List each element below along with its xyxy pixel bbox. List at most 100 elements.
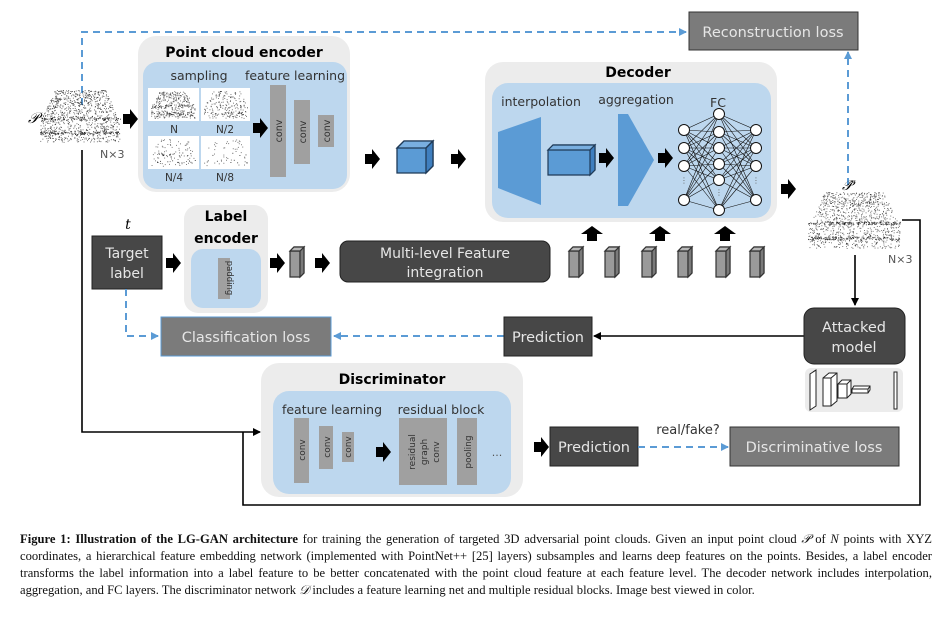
disc-conv-3: [342, 432, 354, 462]
fc-neuron: [713, 142, 725, 154]
pooling-block: [457, 418, 477, 485]
disc-conv-2-label: conv: [323, 436, 333, 458]
encoder-conv-2-label: conv: [298, 120, 309, 143]
output-point-cloud: 𝒫̂ N×3: [808, 178, 912, 266]
target-label-box: t Target label: [91, 217, 163, 290]
label-encoder-title-2: encoder: [194, 231, 258, 247]
arrow-decoder-to-output: [781, 179, 796, 199]
multi-level-feature-cubes: [568, 246, 765, 278]
fc-neuron: [678, 194, 690, 206]
disc-prediction-box: Prediction: [549, 426, 639, 467]
arrow-target-to-label-encoder: [166, 253, 181, 273]
sample-N-image: [151, 91, 196, 119]
caption-figure-label: Figure 1: Illustration of the LG-GAN arc…: [20, 532, 298, 546]
latent-feature-cube: [395, 139, 435, 175]
disc-ellipsis: ...: [492, 446, 503, 459]
caption-text-3: points with XYZ coordinates, a hierarchi…: [20, 532, 932, 597]
reconstruction-loss-label: Reconstruction loss: [702, 25, 843, 41]
fc-neuron: [678, 124, 690, 136]
discriminator-title: Discriminator: [339, 372, 446, 388]
point-cloud-encoder-title: Point cloud encoder: [165, 45, 323, 61]
disc-conv-1: [294, 418, 309, 483]
arrow-up-3: [714, 226, 736, 241]
interpolation-shape: [498, 117, 541, 205]
fc-neuron: [713, 174, 725, 186]
aggregation-shape: [618, 114, 654, 206]
reconstruction-loss-box: Reconstruction loss: [688, 11, 859, 51]
sample-N2-image: [204, 91, 248, 119]
label-encoder: Label encoder padding: [184, 205, 268, 313]
sample-N-label: N: [170, 124, 178, 136]
encoder-conv-2: [294, 100, 310, 164]
arrow-input-to-encoder: [123, 109, 138, 129]
input-shape-label: N×3: [100, 148, 124, 161]
attacked-model-line2: model: [831, 340, 876, 356]
arrow-encoder-to-feature: [365, 149, 380, 169]
arrow-label-encoder-to-feature: [270, 253, 285, 273]
figure-caption: Figure 1: Illustration of the LG-GAN arc…: [20, 531, 932, 599]
interpolation-label: interpolation: [501, 94, 581, 109]
input-to-discriminator-line: [81, 150, 261, 436]
disc-prediction-label: Prediction: [558, 440, 630, 456]
output-to-discriminator-line: [242, 219, 921, 506]
encoder-conv-1-label: conv: [274, 119, 285, 142]
feature-level-cube: [568, 246, 584, 278]
decoder-feature-cube: [546, 143, 597, 177]
caption-symbol-n: N: [830, 532, 839, 546]
fc-ellipsis: ⋮: [715, 188, 723, 197]
sample-N4-image: [151, 139, 196, 167]
caption-text-4: includes a feature learning net and mult…: [309, 583, 755, 597]
sample-N4-label: N/4: [165, 172, 183, 184]
caption-text-2: of: [810, 532, 831, 546]
target-label-line2: label: [110, 266, 144, 282]
target-label-line1: Target: [104, 246, 149, 262]
feature-level-cube: [715, 246, 731, 278]
caption-symbol-p: 𝒫: [801, 532, 811, 546]
input-symbol: 𝒫: [28, 109, 43, 127]
feature-learning-label: feature learning: [245, 68, 345, 83]
discriminative-loss-box: Discriminative loss: [729, 426, 900, 467]
pooling-label: pooling: [464, 435, 474, 468]
prediction-label: Prediction: [512, 330, 584, 346]
feature-level-cube: [641, 246, 657, 278]
attacked-model-line1: Attacked: [822, 320, 886, 336]
fc-neuron: [750, 194, 762, 206]
disc-conv-1-label: conv: [298, 439, 308, 461]
decoder-title: Decoder: [605, 65, 671, 81]
sample-N4: N/4: [148, 136, 199, 184]
residual-line2: graph: [420, 439, 430, 465]
disc-conv-3-label: conv: [344, 436, 354, 458]
sample-N2: N/2: [201, 88, 250, 136]
input-point-cloud: 𝒫 N×3: [28, 90, 124, 161]
fc-neuron: [713, 126, 725, 138]
residual-graph-conv-block: [399, 418, 447, 485]
arrow-up-2: [649, 226, 671, 241]
fc-neuron: [678, 160, 690, 172]
fc-ellipsis: ⋮: [752, 176, 760, 185]
disc-residual-block-label: residual block: [398, 402, 485, 417]
real-fake-label: real/fake?: [656, 423, 720, 438]
output-point-cloud-image: [808, 192, 901, 249]
disc-conv-2: [319, 426, 333, 469]
padding-block: [218, 258, 230, 299]
input-point-cloud-image: [40, 90, 121, 143]
sample-N8: N/8: [201, 136, 250, 184]
feature-level-cube: [677, 246, 693, 278]
fc-neuron: [750, 142, 762, 154]
classification-loss-label: Classification loss: [182, 330, 311, 346]
sample-N8-image: [204, 139, 248, 167]
padding-label: padding: [224, 261, 234, 296]
target-var: t: [125, 217, 131, 233]
arrow-disc-to-prediction: [534, 437, 549, 457]
discriminative-loss-label: Discriminative loss: [746, 440, 883, 456]
caption-symbol-d: 𝒟: [299, 583, 310, 597]
reconstruction-dashed-line: [81, 28, 687, 105]
sampling-label: sampling: [170, 68, 227, 83]
fc-neuron: [713, 204, 725, 216]
point-cloud-encoder: Point cloud encoder sampling feature lea…: [138, 36, 350, 192]
residual-line3: conv: [432, 441, 442, 463]
residual-line1: residual: [408, 434, 418, 470]
arrow-feature-to-decoder: [451, 149, 466, 169]
fc-neuron: [713, 158, 725, 170]
caption-text-1: for training the generation of targeted …: [297, 532, 802, 546]
